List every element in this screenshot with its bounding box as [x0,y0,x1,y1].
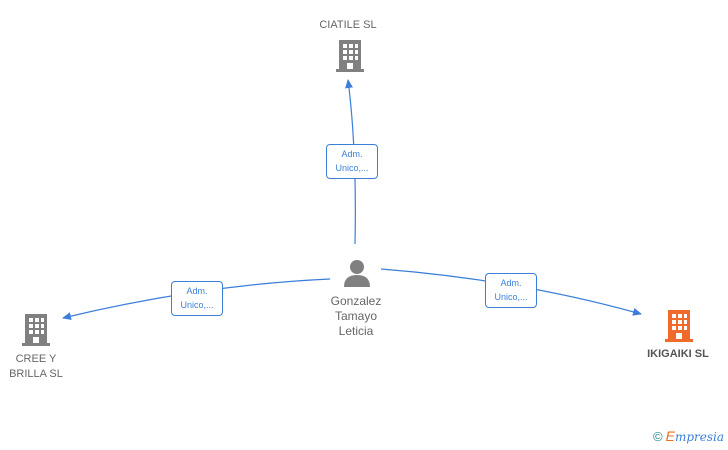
building-icon[interactable] [663,308,695,344]
company-label-ciatile[interactable]: CIATILE SL [319,19,377,31]
building-icon[interactable] [334,38,366,74]
person-name[interactable]: Gonzalez Tamayo Leticia [330,294,382,338]
person-icon[interactable] [342,258,372,288]
relation-label-cree[interactable]: Adm. Unico,... [171,281,223,316]
brand-footer: ©Empresia [653,428,724,444]
company-label-cree[interactable]: CREE Y BRILLA SL [9,353,63,380]
brand-name: mpresia [674,430,724,444]
building-icon[interactable] [20,312,52,348]
copyright-icon: © [653,429,663,444]
relation-label-ikigaiki[interactable]: Adm. Unico,... [485,273,537,308]
company-label-ikigaiki[interactable]: IKIGAIKI SL [647,348,709,360]
relation-label-ciatile[interactable]: Adm. Unico,... [326,144,378,179]
brand-initial: E [665,428,675,444]
